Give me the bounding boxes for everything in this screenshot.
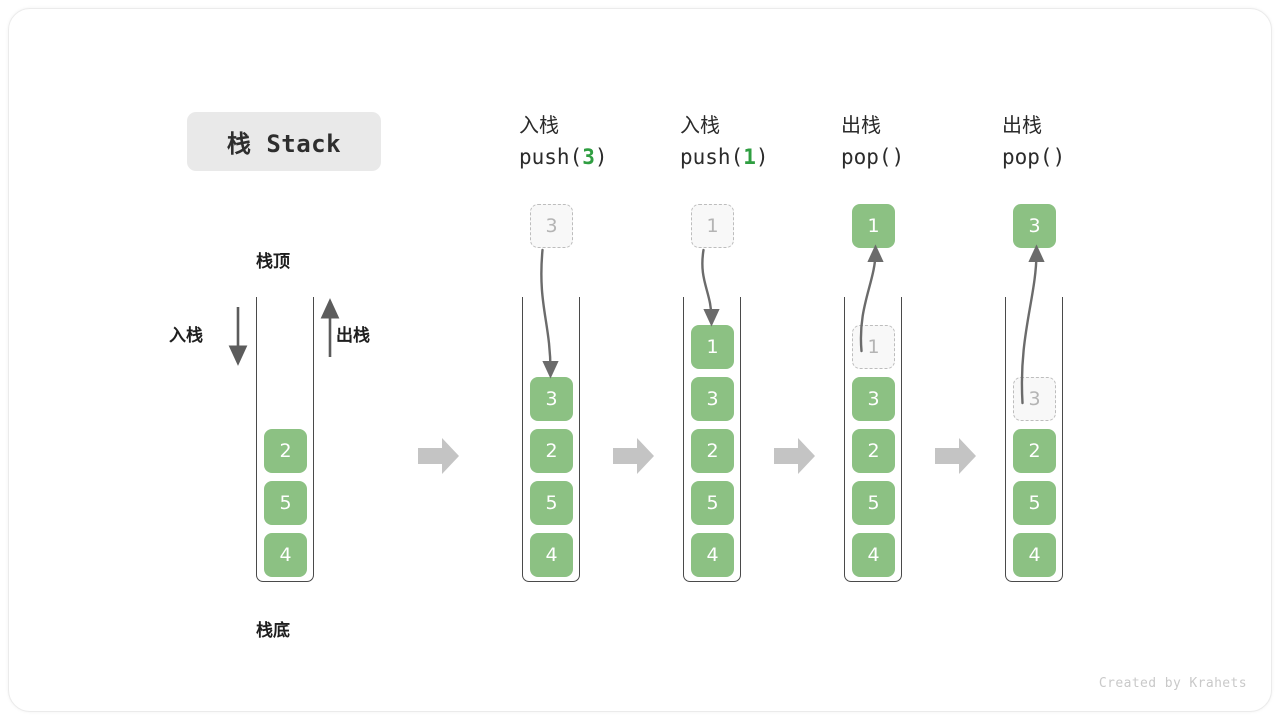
stack-cell: 5 [852,481,895,525]
step-arrow-1 [418,437,460,479]
column-header-code: push(3) [519,145,608,169]
column-header-operation-name: 入栈 [519,113,559,137]
stack-cell: 4 [1013,533,1056,577]
step-arrow-3 [774,437,816,479]
incoming-element: 3 [530,204,573,248]
column-header-operation-name: 出栈 [841,113,881,137]
stack-container-initial [256,297,314,582]
step-arrow-2 [613,437,655,479]
label-push-side: 入栈 [169,326,203,346]
popped-element: 3 [1013,204,1056,248]
stack-cell: 5 [1013,481,1056,525]
column-header-push-3: 入栈 push(3) [519,110,709,174]
stack-cell: 4 [264,533,307,577]
stack-container-pop-3 [1005,297,1063,582]
footer-credit: Created by Krahets [1098,676,1247,691]
diagram-title-chip: 栈 Stack [187,112,381,171]
stack-walls [522,297,580,582]
stack-cell: 1 [691,325,734,369]
stack-cell: 2 [264,429,307,473]
stack-walls [844,297,902,582]
stack-cell: 3 [691,377,734,421]
stack-cell-ghost: 3 [1013,377,1056,421]
column-header-pop-1: 出栈 pop() [841,110,1031,174]
stack-container-push-3 [522,297,580,582]
stack-container-push-1 [683,297,741,582]
label-stack-top: 栈顶 [256,252,290,272]
stack-cell: 3 [852,377,895,421]
column-header-code: pop() [1002,145,1066,169]
column-header-operation-name: 出栈 [1002,113,1042,137]
stack-cell: 3 [530,377,573,421]
stack-cell: 2 [852,429,895,473]
stack-cell: 5 [691,481,734,525]
column-header-code-argument: 3 [582,145,595,169]
stack-cell: 2 [691,429,734,473]
popped-element: 1 [852,204,895,248]
stack-container-pop-1 [844,297,902,582]
stack-cell: 5 [530,481,573,525]
stack-cell: 2 [1013,429,1056,473]
label-stack-bottom: 栈底 [256,621,290,641]
stack-cell: 2 [530,429,573,473]
step-arrow-4 [935,437,977,479]
stack-walls [1005,297,1063,582]
stack-walls [256,297,314,582]
operation-arrows [540,244,1045,405]
stack-cell-ghost: 1 [852,325,895,369]
stack-cell: 4 [852,533,895,577]
column-header-code-argument: 1 [743,145,756,169]
stack-walls [683,297,741,582]
column-header-pop-3: 出栈 pop() [1002,110,1192,174]
label-pop-side: 出栈 [336,326,370,346]
incoming-element: 1 [691,204,734,248]
column-header-code: pop() [841,145,905,169]
column-header-push-1: 入栈 push(1) [680,110,870,174]
stack-cell: 4 [691,533,734,577]
stack-cell: 4 [530,533,573,577]
stack-cell: 5 [264,481,307,525]
column-header-code: push(1) [680,145,769,169]
column-header-operation-name: 入栈 [680,113,720,137]
